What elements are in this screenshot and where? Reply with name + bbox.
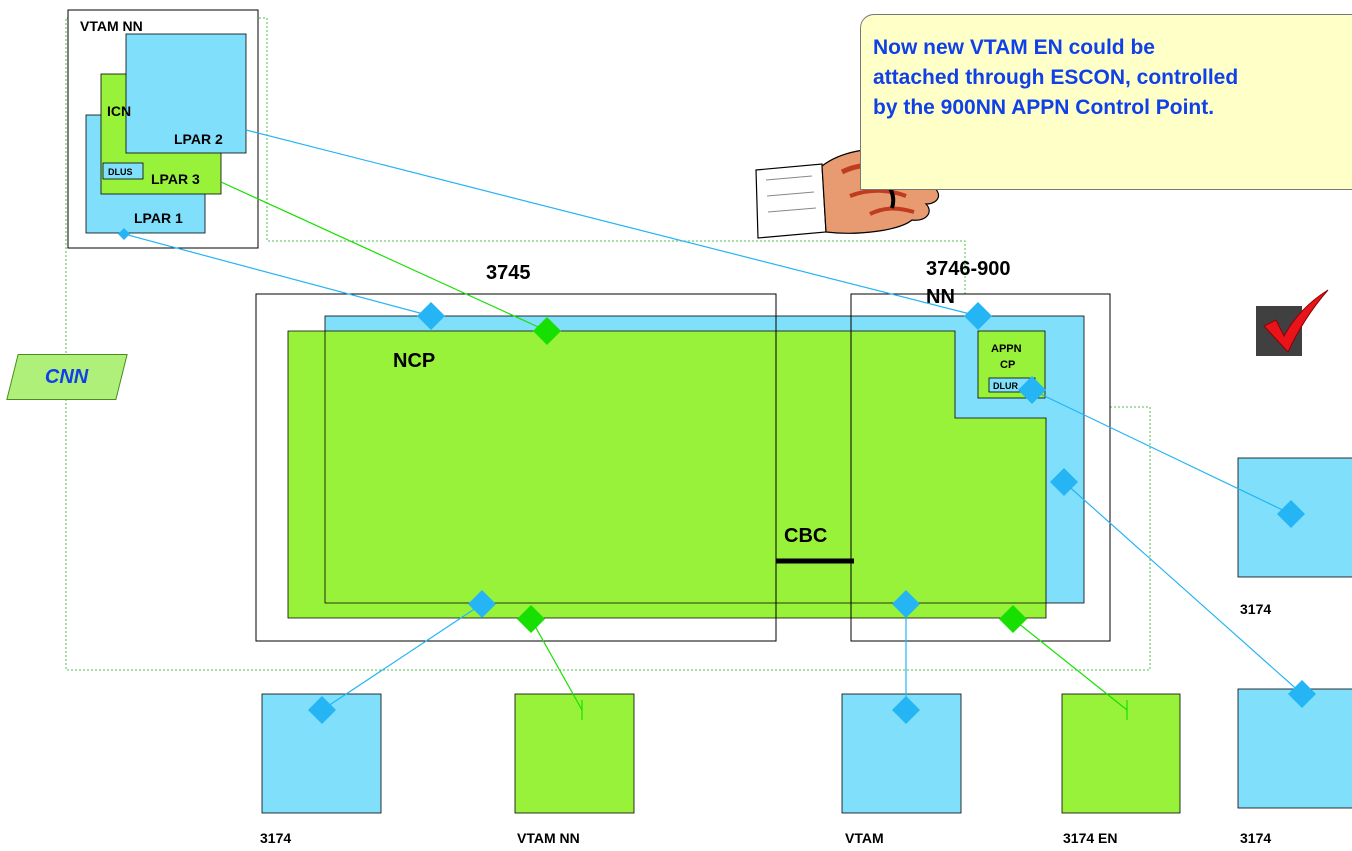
link-lpar3-ncp <box>220 181 548 332</box>
diamond-vtam-bottom <box>892 696 920 724</box>
diamond-lpar1 <box>118 228 130 240</box>
label-bottom-vtam: VTAM <box>845 830 884 846</box>
label-3745: 3745 <box>486 262 531 284</box>
label-bottom-3174-en: 3174 EN <box>1063 830 1117 846</box>
callout-box: Now new VTAM EN could be attached throug… <box>860 14 1352 190</box>
diamond-ncp-bottom-green <box>517 605 545 633</box>
label-3174-right: 3174 <box>1240 601 1271 617</box>
cnn-tag: CNN <box>6 354 128 400</box>
link-nn-3174-right <box>1063 481 1303 695</box>
diamond-nn-top <box>964 302 992 330</box>
device-3174-en-bottom <box>1061 693 1181 814</box>
ncp-inner-outline <box>324 331 1046 604</box>
lpar2-box <box>125 33 247 154</box>
diamond-ncp-bottom-blue <box>468 590 496 618</box>
callout-line-2: attached through ESCON, controlled <box>873 66 1239 89</box>
link-ncp-vtam-nn <box>530 618 583 711</box>
label-bottom-3174: 3174 <box>260 830 291 846</box>
label-nn: NN <box>926 286 955 308</box>
diamond-nn-bottom-blue <box>892 590 920 618</box>
diamond-3174-bottom <box>308 696 336 724</box>
appn-label: APPN <box>991 343 1022 355</box>
link-lpar2-nn <box>245 129 979 317</box>
icn-label: ICN <box>107 103 131 119</box>
lpar3-label: LPAR 3 <box>151 171 200 187</box>
diamond-nn-bottom-green <box>999 605 1027 633</box>
dlur-label: DLUR <box>993 381 1018 391</box>
label-3746-900: 3746-900 <box>926 258 1011 280</box>
connector-diamonds <box>118 228 1316 724</box>
diamond-nn-right <box>1050 468 1078 496</box>
link-lpar1-ncp <box>123 233 432 317</box>
diamond-dlur <box>1018 376 1046 404</box>
device-vtam-nn-bottom <box>514 693 635 814</box>
diamond-3174-right-bottom <box>1288 680 1316 708</box>
link-dlur-3174 <box>1031 389 1292 515</box>
label-bottom-vtam-nn: VTAM NN <box>517 830 580 846</box>
dlus-label: DLUS <box>108 167 133 177</box>
lpar1-label: LPAR 1 <box>134 210 183 226</box>
diamond-ncp-top-blue <box>417 302 445 330</box>
link-nn-3174-en <box>1012 618 1128 711</box>
dlus-box <box>102 162 144 180</box>
ncp-label: NCP <box>393 350 435 372</box>
device-3174-right-bottom <box>1237 688 1352 809</box>
vtam-nn-host-label: VTAM NN <box>80 18 143 34</box>
callout-line-1: Now new VTAM EN could be <box>873 36 1155 59</box>
check-box <box>1256 289 1329 356</box>
lpar2-label: LPAR 2 <box>174 131 223 147</box>
diamond-ncp-top-green <box>533 317 561 345</box>
cnn-boundary <box>65 17 1151 671</box>
callout-line-3: by the 900NN APPN Control Point. <box>873 96 1215 119</box>
cp-label: CP <box>1000 359 1015 371</box>
cnn-label: CNN <box>45 365 89 388</box>
ncp-green-layer <box>287 330 1047 619</box>
link-ncp-3174-bottom <box>321 603 483 711</box>
diamond-3174-right-top <box>1277 500 1305 528</box>
cbc-label: CBC <box>784 525 827 547</box>
label-bottom-3174-right: 3174 <box>1240 830 1271 846</box>
checkmark-icon <box>1263 289 1329 353</box>
